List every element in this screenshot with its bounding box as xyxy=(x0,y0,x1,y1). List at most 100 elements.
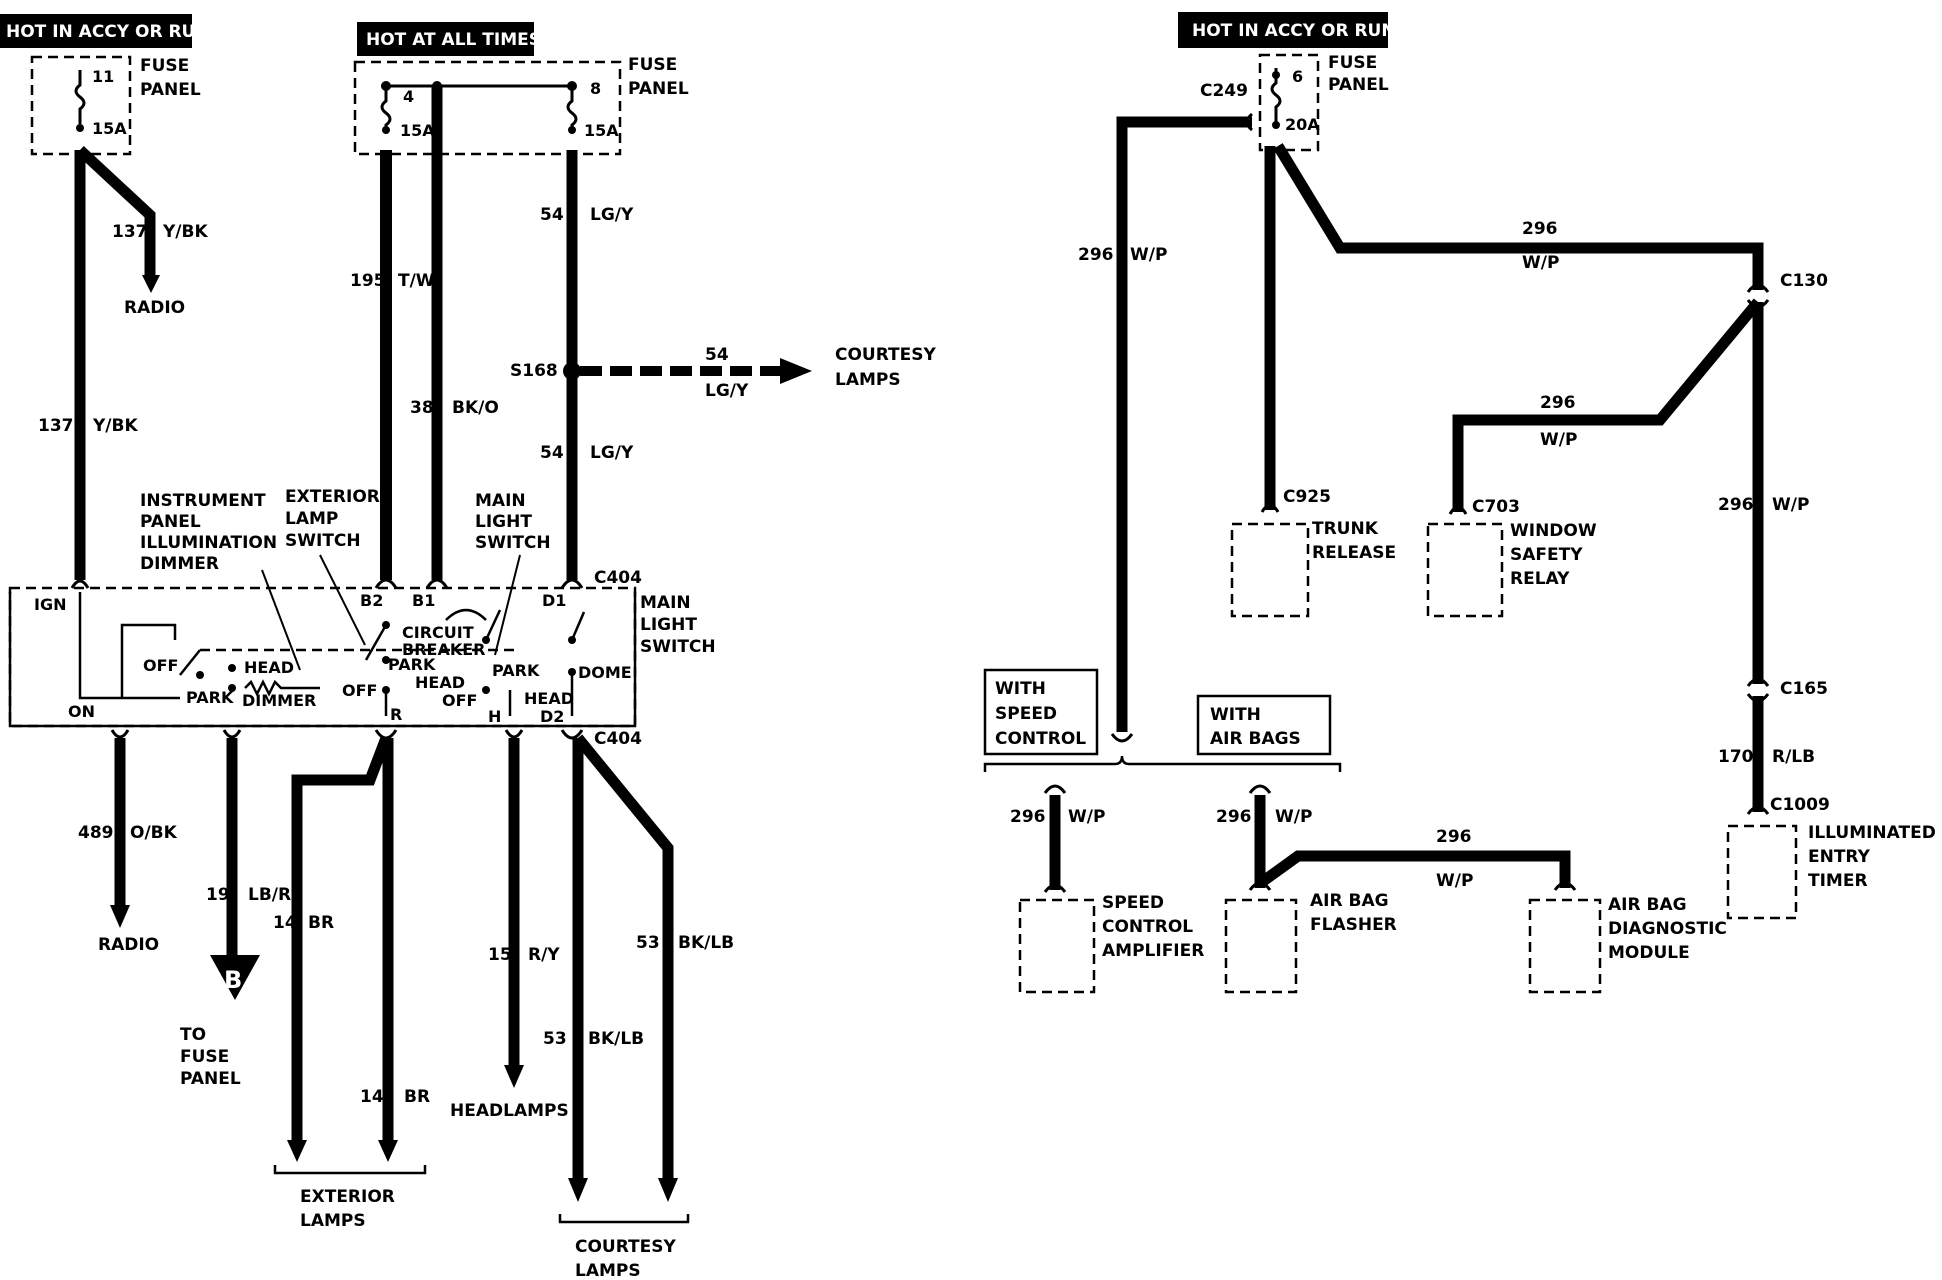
arrow-headlamps xyxy=(504,1065,524,1088)
wire-number: 489 xyxy=(78,823,114,843)
air-bag-diagnostic-label: AIR BAG xyxy=(1608,895,1687,915)
wire-296-abd xyxy=(1258,850,1571,888)
wire-color: W/P xyxy=(1522,253,1559,273)
wire-color: W/P xyxy=(1068,807,1105,827)
wire-number: 53 xyxy=(543,1029,567,1049)
trunk-release-box xyxy=(1230,522,1310,618)
wire-296-speed xyxy=(1116,116,1252,732)
switch-line xyxy=(120,623,177,698)
arrow-courtesy-2b xyxy=(658,1178,678,1202)
wire-color: LG/Y xyxy=(590,205,634,225)
wire-color: BR xyxy=(404,1087,430,1107)
illuminated-entry-timer-label: ENTRY xyxy=(1808,847,1871,867)
banner-hot-accy-right-text: HOT IN ACCY OR RUN xyxy=(1192,21,1396,41)
trunk-release-label: TRUNK xyxy=(1312,519,1379,539)
left-diagram: HOT IN ACCY OR RUN HOT AT ALL TIMES FUSE… xyxy=(0,14,937,1280)
with-speed-control-label: CONTROL xyxy=(995,729,1086,749)
wire-color: W/P xyxy=(1772,495,1809,515)
speed-control-amplifier-label: AMPLIFIER xyxy=(1102,941,1204,961)
connector-b-letter: B xyxy=(224,966,242,994)
connector-cap xyxy=(1448,505,1468,515)
wire-number: 296 xyxy=(1010,807,1046,827)
connector-cap xyxy=(425,578,449,589)
fuse-panel-label: PANEL xyxy=(1328,75,1389,95)
window-safety-relay-label: RELAY xyxy=(1510,569,1570,589)
terminal-r: R xyxy=(390,705,402,724)
terminal-h: H xyxy=(488,707,501,726)
wire-296-c130 xyxy=(1273,143,1764,290)
wire-number: 19 xyxy=(206,885,230,905)
banner-hot-all-times: HOT AT ALL TIMES xyxy=(357,22,541,56)
main-switch-callout: MAIN xyxy=(475,491,526,511)
main-switch-off: OFF xyxy=(442,691,477,710)
wire-number: 137 xyxy=(38,416,74,436)
air-bag-flasher-label: FLASHER xyxy=(1310,915,1397,935)
exterior-switch-callout: EXTERIOR xyxy=(285,487,380,507)
wire-color: LG/Y xyxy=(590,443,634,463)
dimmer-callout: ILLUMINATION xyxy=(140,533,277,553)
illuminated-entry-timer-label: ILLUMINATED xyxy=(1808,823,1936,843)
air-bag-diagnostic-box xyxy=(1528,898,1602,994)
callout-leader xyxy=(494,554,521,656)
to-fuse-panel-label: PANEL xyxy=(180,1069,241,1089)
fuse-panel-label: FUSE xyxy=(140,56,189,76)
trunk-release-label: RELEASE xyxy=(1312,543,1396,563)
main-switch-dome: DOME xyxy=(578,663,632,682)
headlamps-label: HEADLAMPS xyxy=(450,1101,569,1121)
connector-cap xyxy=(1110,733,1134,743)
connector-cap xyxy=(374,729,398,740)
splice-s168 xyxy=(563,362,581,380)
fuse-node xyxy=(382,126,390,134)
dimmer-callout: PANEL xyxy=(140,512,201,532)
wire-color: BR xyxy=(308,913,334,933)
switch-box-outline xyxy=(8,592,637,728)
wire-number: 53 xyxy=(636,933,660,953)
fuse-panel-label: PANEL xyxy=(628,79,689,99)
arrow-radio-1 xyxy=(142,275,160,293)
terminal-b1: B1 xyxy=(412,591,435,610)
option-bracket xyxy=(983,755,1342,772)
wire-number: 54 xyxy=(540,443,564,463)
wire-color: LG/Y xyxy=(705,381,749,401)
to-fuse-panel-label: TO xyxy=(180,1025,206,1045)
connector-cap xyxy=(222,729,242,739)
arrow-exterior-a xyxy=(287,1140,307,1162)
switch-blade xyxy=(570,611,586,641)
with-air-bags-label: AIR BAGS xyxy=(1210,729,1301,749)
wire-296-wsr xyxy=(1452,298,1763,512)
connector-cap xyxy=(1746,677,1770,687)
terminal-d2: D2 xyxy=(540,707,564,726)
callout-leader xyxy=(261,569,301,671)
connector-cap xyxy=(1746,283,1770,293)
connector-cap xyxy=(1260,503,1280,513)
main-switch-head: HEAD xyxy=(524,689,574,708)
wire-color: BK/O xyxy=(452,398,499,418)
fuse-symbol-8 xyxy=(566,86,578,130)
wire-number: 15 xyxy=(488,945,512,965)
fuse-panel-label: FUSE xyxy=(1328,53,1377,73)
wire-number: 170 xyxy=(1718,747,1754,767)
dimmer-off: OFF xyxy=(143,656,178,675)
with-air-bags-box xyxy=(1196,694,1332,756)
fuse-panel-box-2 xyxy=(353,60,622,156)
connector-c703: C703 xyxy=(1472,497,1520,517)
connector-cap xyxy=(1245,112,1253,132)
splice-label: S168 xyxy=(510,361,558,381)
wire-number: 38 xyxy=(410,398,434,418)
arrow-courtesy-2a xyxy=(568,1178,588,1202)
terminal-d1: D1 xyxy=(542,591,566,610)
arrow-exterior-b xyxy=(378,1140,398,1162)
main-switch-callout: LIGHT xyxy=(475,512,532,532)
exterior-lamps-bracket xyxy=(273,1165,427,1175)
main-light-switch-label: MAIN xyxy=(640,593,691,613)
connector-cap xyxy=(1248,881,1272,891)
fuse-panel-box-right xyxy=(1258,53,1320,152)
wire-color: Y/BK xyxy=(92,416,138,436)
dimmer-rheostat xyxy=(244,679,320,697)
fuse-rating: 15A xyxy=(584,121,619,140)
connector-b-symbol xyxy=(210,955,260,1000)
illuminated-entry-timer-box xyxy=(1726,824,1798,920)
wire-color: W/P xyxy=(1130,245,1167,265)
fuse-node xyxy=(1272,121,1280,129)
wire-number: 296 xyxy=(1718,495,1754,515)
